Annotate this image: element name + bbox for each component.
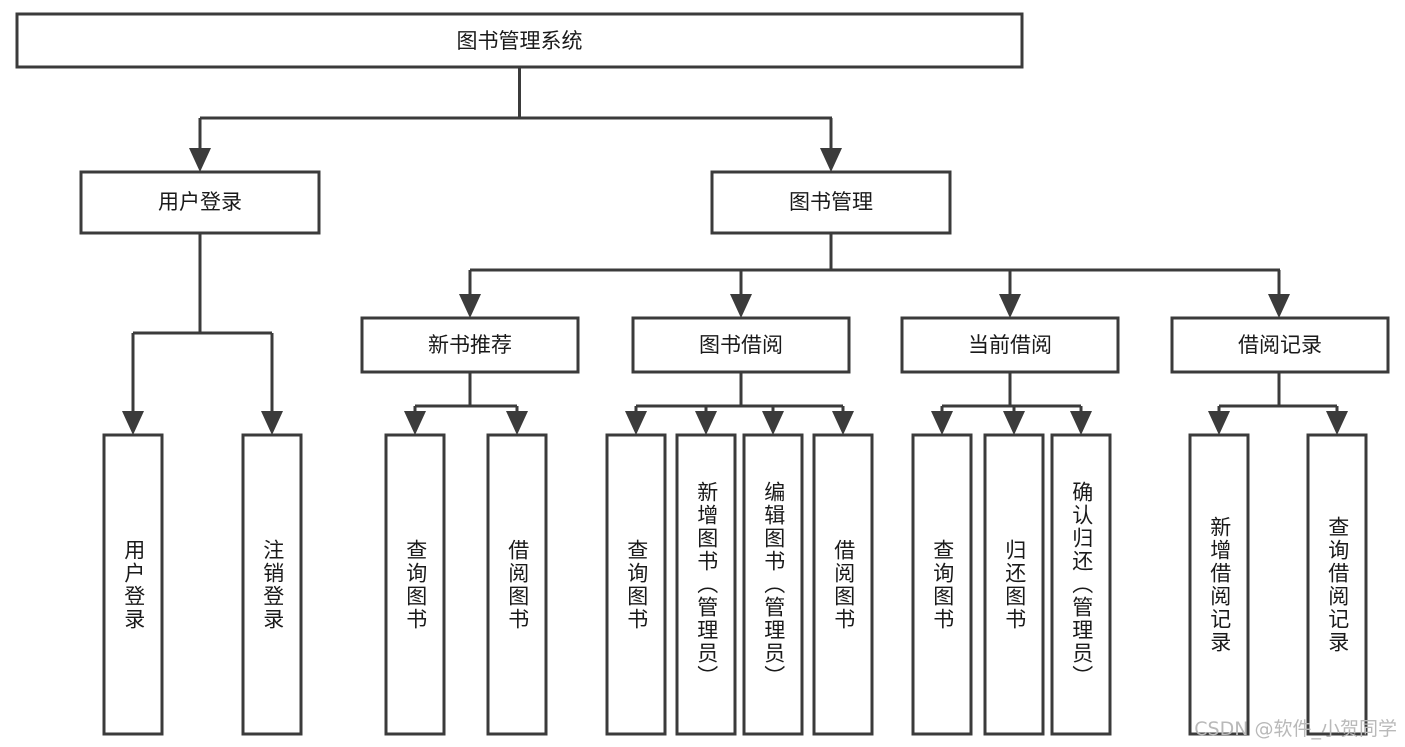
connector-group-book-mgmt (459, 233, 1290, 318)
connector-group-borrow-record (1208, 372, 1348, 435)
connector-group-root (189, 67, 842, 172)
arrow-head-cb-leaf1 (931, 411, 953, 435)
arrow-head-user-login (189, 148, 211, 172)
node-box-leaf-nbr-query[interactable] (384, 433, 446, 736)
csdn-watermark: CSDN @软件_小贺同学 (1194, 718, 1397, 740)
node-box-leaf-bb-borrow[interactable] (812, 433, 874, 736)
node-box-book-borrow[interactable] (631, 316, 851, 374)
node-label-book-borrow: 图书借阅 (699, 333, 783, 357)
node-box-book-mgmt[interactable] (710, 170, 952, 235)
arrow-head-bb-leaf3 (762, 411, 784, 435)
arrow-head-nbr-leaf2 (506, 411, 528, 435)
node-box-leaf-br-add[interactable] (1188, 433, 1250, 736)
connector-group-current-borrow (931, 372, 1092, 435)
node-label-root: 图书管理系统 (457, 29, 583, 53)
arrow-head-cb-leaf3 (1070, 411, 1092, 435)
node-box-leaf-cb-return[interactable] (983, 433, 1045, 736)
node-box-leaf-br-query[interactable] (1306, 433, 1368, 736)
arrow-head-cb-leaf2 (1003, 411, 1025, 435)
node-box-leaf-cb-query[interactable] (911, 433, 973, 736)
arrow-head-leaf-logout (261, 411, 283, 435)
node-box-user-login[interactable] (79, 170, 321, 235)
arrow-head-bb-leaf4 (832, 411, 854, 435)
connector-group-new-book-rec (404, 372, 528, 435)
arrow-head-current-borrow (999, 294, 1021, 318)
arrow-head-leaf-user-login (122, 411, 144, 435)
arrow-head-book-borrow (730, 294, 752, 318)
node-label-current-borrow: 当前借阅 (968, 333, 1052, 357)
node-box-leaf-logout[interactable] (241, 433, 303, 736)
node-box-leaf-cb-confirm[interactable] (1050, 433, 1112, 736)
arrow-head-new-book-rec (459, 294, 481, 318)
arrow-head-bb-leaf1 (625, 411, 647, 435)
arrow-head-br-leaf1 (1208, 411, 1230, 435)
arrow-head-borrow-record (1268, 294, 1290, 318)
node-box-leaf-bb-query[interactable] (605, 433, 667, 736)
node-box-leaf-nbr-borrow[interactable] (486, 433, 548, 736)
node-label-borrow-record: 借阅记录 (1238, 333, 1322, 357)
node-label-new-book-rec: 新书推荐 (428, 333, 512, 357)
arrow-head-br-leaf2 (1326, 411, 1348, 435)
node-box-new-book-rec[interactable] (360, 316, 580, 374)
node-box-current-borrow[interactable] (900, 316, 1120, 374)
arrow-head-bb-leaf2 (695, 411, 717, 435)
arrow-head-nbr-leaf1 (404, 411, 426, 435)
node-box-leaf-bb-add[interactable] (675, 433, 737, 736)
arrow-head-book-mgmt (820, 148, 842, 172)
node-label-book-mgmt: 图书管理 (789, 190, 873, 214)
node-label-user-login: 用户登录 (158, 190, 242, 214)
node-box-borrow-record[interactable] (1170, 316, 1390, 374)
connector-group-book-borrow (625, 372, 854, 435)
node-box-leaf-user-login[interactable] (102, 433, 164, 736)
node-box-leaf-bb-edit[interactable] (742, 433, 804, 736)
connector-group-user-login (122, 233, 283, 435)
node-box-root[interactable] (15, 12, 1024, 69)
